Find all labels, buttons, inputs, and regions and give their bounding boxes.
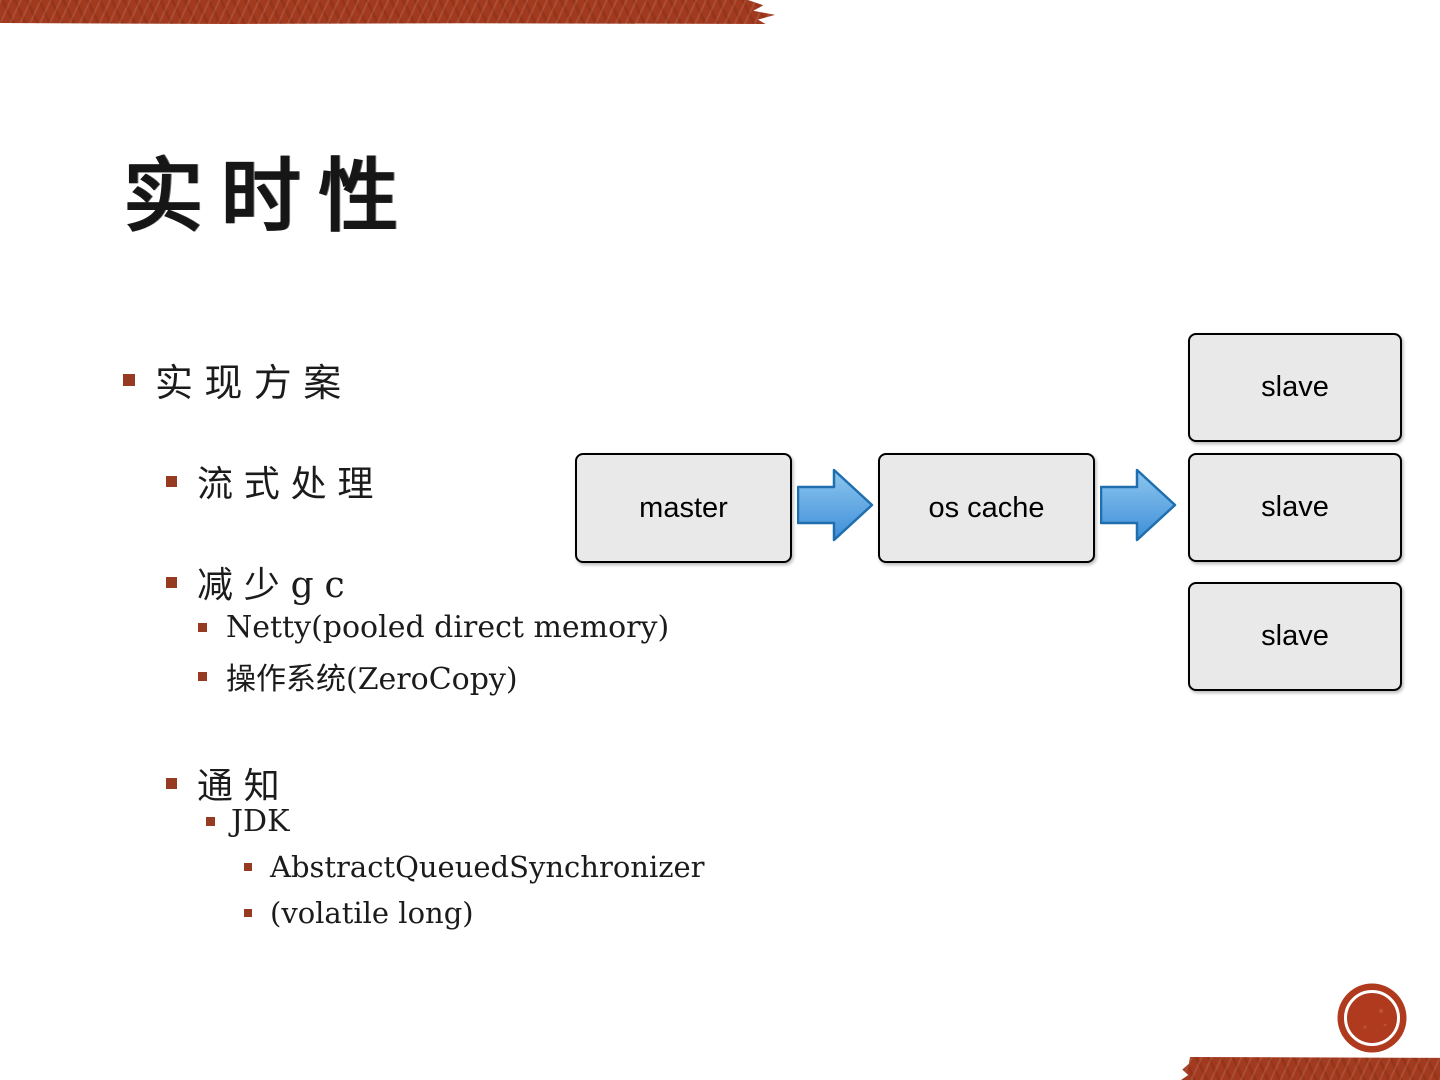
node-label: slave	[1261, 620, 1329, 652]
list-item-level1: 实现方案	[123, 352, 353, 407]
node-label: slave	[1261, 371, 1329, 403]
bullet-square-icon	[206, 817, 215, 826]
node-label: slave	[1261, 491, 1329, 523]
page-title: 实时性	[123, 149, 416, 243]
diagram-node-master: master	[575, 453, 792, 563]
grunge-texture	[0, 0, 775, 24]
bullet-square-icon	[244, 909, 252, 917]
bullet-square-icon	[198, 623, 207, 632]
bullet-square-icon	[166, 576, 177, 588]
diagram-node-slave-3: slave	[1188, 582, 1402, 691]
right-arrow-icon	[797, 468, 874, 542]
list-item-label: AbstractQueuedSynchronizer	[270, 850, 705, 884]
list-item-label: 减少gc	[197, 565, 356, 606]
grunge-bar-top	[0, 0, 775, 24]
node-label: master	[639, 491, 728, 524]
list-item-level2: 通知	[166, 757, 291, 809]
list-item-label: 流式处理	[197, 464, 385, 505]
list-item-level3: 操作系统(ZeroCopy)	[198, 654, 518, 698]
grunge-texture	[1181, 1057, 1440, 1080]
bullet-square-icon	[123, 373, 135, 386]
list-item-label: 通知	[197, 766, 291, 807]
bullet-square-icon	[166, 475, 177, 487]
diagram-node-slave-1: slave	[1188, 333, 1402, 442]
list-item-label: 操作系统(ZeroCopy)	[226, 662, 518, 697]
grunge-bar-bottom	[1181, 1057, 1440, 1080]
list-item-level3: Netty(pooled direct memory)	[198, 610, 669, 645]
bullet-square-icon	[244, 863, 252, 871]
red-seal-icon	[1337, 983, 1407, 1053]
list-item-level2: 流式处理	[166, 455, 384, 507]
list-item-level3: JDK	[206, 804, 290, 839]
list-item-label: 实现方案	[155, 361, 353, 405]
right-arrow-icon	[1100, 468, 1177, 542]
bullet-square-icon	[166, 777, 177, 789]
list-item-label: Netty(pooled direct memory)	[226, 610, 670, 645]
list-item-level4: AbstractQueuedSynchronizer	[244, 850, 705, 884]
list-item-label: (volatile long)	[270, 896, 474, 930]
list-item-level2: 减少gc	[166, 556, 355, 608]
diagram-node-slave-2: slave	[1188, 453, 1402, 562]
bullet-square-icon	[198, 671, 207, 681]
diagram-node-os-cache: os cache	[878, 453, 1095, 563]
node-label: os cache	[928, 491, 1045, 524]
list-item-label: JDK	[231, 804, 290, 839]
list-item-level4: (volatile long)	[244, 896, 474, 930]
